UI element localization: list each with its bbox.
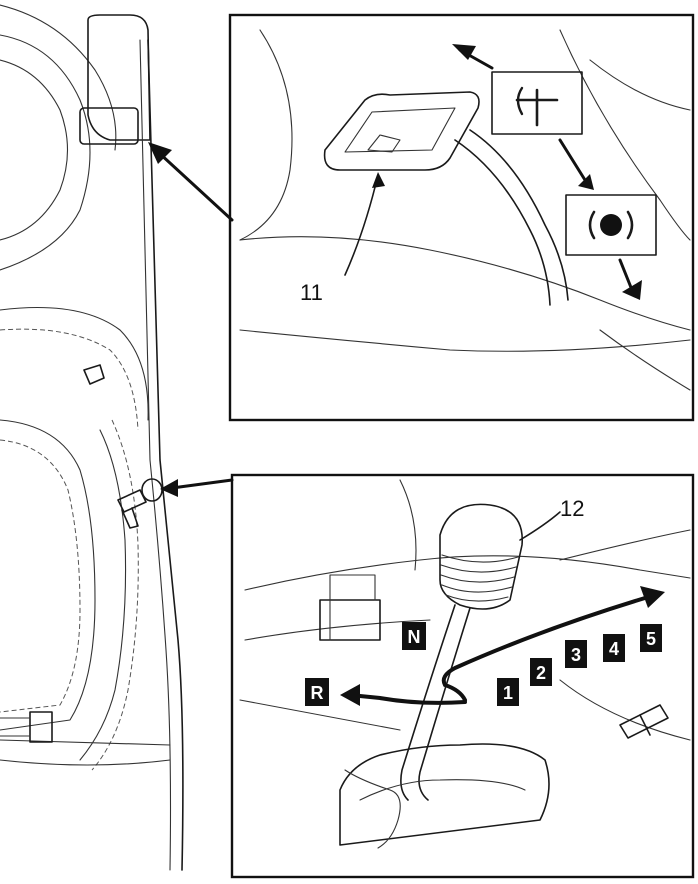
brake-icon [588, 210, 634, 240]
brake-symbol-box [565, 194, 657, 256]
gear-label-4: 4 [603, 634, 625, 662]
svg-text:N: N [408, 627, 421, 647]
gear-label-2: 2 [530, 658, 552, 686]
gear-lever-knob [439, 503, 523, 610]
gearshift-detail-panel: 12 R N 1 2 3 4 [230, 473, 695, 879]
cabin-side-view [0, 4, 184, 871]
gear-label-1: 1 [497, 678, 519, 706]
gear-label-3: 3 [565, 640, 587, 668]
clutch-pedal-pad [323, 91, 480, 171]
pedal-callout-number: 11 [300, 280, 323, 305]
pedal-panel-frame [228, 13, 695, 422]
pointer-to-pedal-panel [156, 150, 234, 222]
gear-label-r: R [305, 678, 329, 706]
clutch-icon [515, 86, 559, 127]
gear-label-n: N [402, 622, 426, 650]
reverse-shift-arrow [348, 693, 467, 705]
gear-label-5: 5 [640, 624, 662, 652]
svg-text:1: 1 [503, 683, 513, 703]
svg-text:4: 4 [609, 639, 619, 659]
pointer-to-gearshift-panel [170, 478, 234, 490]
gearshift-panel-frame [230, 473, 695, 879]
svg-text:2: 2 [536, 663, 546, 683]
svg-text:5: 5 [646, 629, 656, 649]
clutch-symbol-box [491, 71, 583, 135]
pedal-detail-panel: 11 [228, 13, 695, 422]
forward-shift-arrow [441, 596, 647, 702]
brake-motion-arrow [618, 258, 634, 292]
lever-leader-line [519, 511, 561, 541]
lever-callout-number: 12 [560, 496, 584, 521]
svg-text:R: R [311, 683, 324, 703]
svg-text:3: 3 [571, 645, 581, 665]
